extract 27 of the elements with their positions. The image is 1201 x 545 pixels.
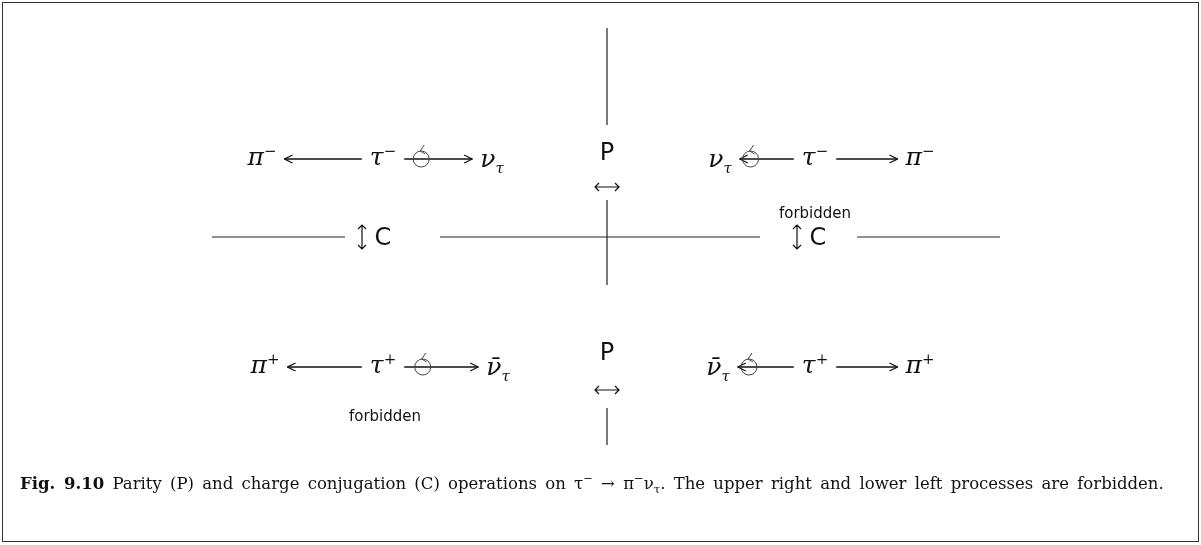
arrow — [403, 154, 473, 164]
arrow — [737, 362, 795, 372]
particle-symbol: ν$_{τ}$ — [480, 143, 504, 177]
particle-symbol: π$^{−}$ — [905, 141, 935, 173]
particle-symbol: π$^{+}$ — [250, 349, 280, 381]
operation-label: C — [809, 222, 827, 252]
arrow — [403, 362, 479, 372]
particle-symbol: π$^{+}$ — [905, 349, 935, 381]
particle-symbol: ν$_{τ}$ — [708, 143, 732, 177]
arrow — [835, 362, 899, 372]
operation-label: P — [599, 337, 615, 367]
particle-symbol: τ$^{+}$ — [801, 349, 829, 381]
particle-symbol: τ$^{+}$ — [369, 349, 397, 381]
arrow — [835, 154, 899, 164]
particle-symbol: τ$^{−}$ — [369, 141, 397, 173]
operation-label: C — [374, 222, 392, 252]
note-label: forbidden — [778, 204, 852, 222]
figure-caption: Fig. 9.10 Parity (P) and charge conjugation (C) operations on τ$^{−}$ → π$^{−}$ν$_{τ}$. The upper right and lower left processes are forbidden. — [20, 470, 1165, 498]
particle-symbol: π$^{−}$ — [247, 141, 277, 173]
arrow — [739, 154, 795, 164]
particle-symbol: τ$^{−}$ — [801, 141, 829, 173]
arrow — [283, 154, 363, 164]
particle-symbol: ν̄$_{τ}$ — [706, 351, 730, 385]
arrow — [286, 362, 363, 372]
particle-symbol: ν̄$_{τ}$ — [486, 351, 510, 385]
note-label: forbidden — [348, 407, 422, 425]
operation-label: P — [599, 137, 615, 167]
